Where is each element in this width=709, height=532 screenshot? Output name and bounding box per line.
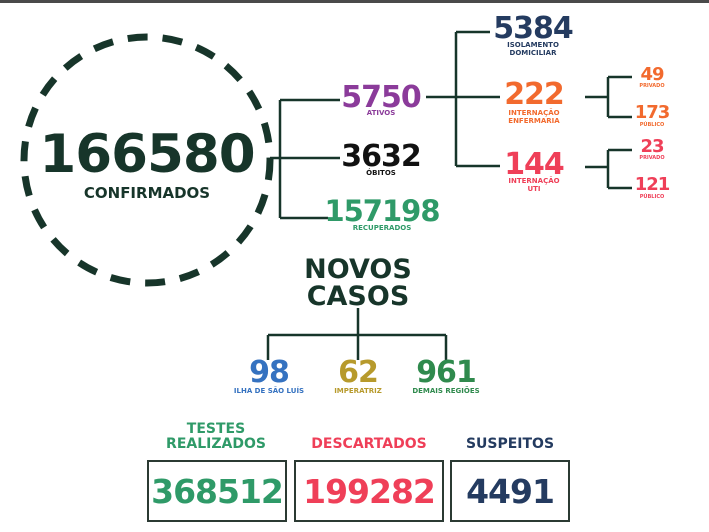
tests-label-line2: REALIZADOS [166,436,266,452]
home-isolation-label-line1: ISOLAMENTO [507,41,559,49]
other-regions-label: DEMAIS REGIÕES [412,387,480,395]
active-value: 5750 [341,80,422,115]
confirmed-value: 166580 [39,124,255,185]
ilha-label: ILHA DE SÃO LUÍS [233,387,305,395]
suspected-label: SUSPEITOS [465,436,555,452]
ward-public-label: PÚBLICO [639,122,665,128]
top-border [0,0,709,3]
discarded-value: 199282 [303,471,436,511]
tests-value: 368512 [151,471,284,511]
ilha-value: 98 [249,355,290,390]
icu-public-label: PÚBLICO [639,194,665,200]
recovered-value: 157198 [324,194,440,228]
home-isolation-value: 5384 [493,11,574,46]
deaths-label: ÓBITOS [366,169,396,177]
discarded-box: 199282 [294,460,444,522]
ward-private-label: PRIVADO [639,83,665,89]
icu-public-value: 121 [634,174,671,195]
icu-private-label: PRIVADO [639,155,665,161]
ward-value: 222 [504,77,565,112]
tests-box: 368512 [147,460,287,522]
ward-label-line2: ENFERMARIA [508,117,560,125]
suspected-value: 4491 [466,471,555,511]
ward-private-value: 49 [640,64,664,85]
new-cases-title-line2: CASOS [306,281,410,312]
confirmed-dashed-circle [20,33,274,287]
suspected-box: 4491 [450,460,570,522]
recovered-label: RECUPERADOS [352,224,412,232]
imperatriz-value: 62 [338,355,379,390]
icu-label-line1: INTERNAÇÃO [508,177,560,185]
icu-label-line2: UTI [527,185,541,193]
imperatriz-label: IMPERATRIZ [334,387,382,395]
discarded-label: DESCARTADOS [311,436,427,452]
ward-label-line1: INTERNAÇÃO [508,109,560,117]
ward-public-value: 173 [634,102,671,123]
tests-label-line1: TESTES [186,421,246,437]
other-regions-value: 961 [416,355,477,390]
home-isolation-label-line2: DOMICILIAR [509,49,557,57]
confirmed-label: CONFIRMADOS [83,184,211,202]
deaths-value: 3632 [341,139,422,174]
icu-value: 144 [504,147,565,182]
new-cases-title-line1: NOVOS [304,254,412,285]
icu-private-value: 23 [640,136,664,157]
active-label: ATIVOS [366,109,396,117]
